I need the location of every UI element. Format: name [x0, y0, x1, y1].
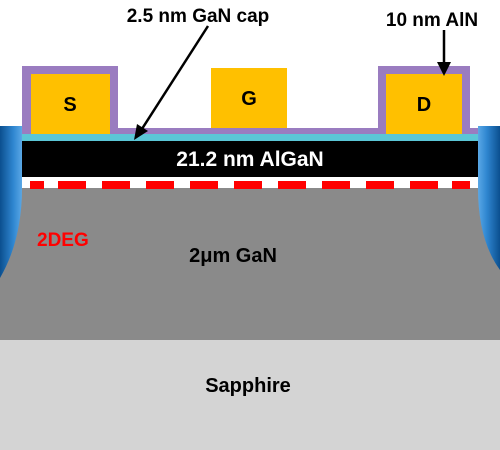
- gate-label: G: [241, 88, 257, 110]
- gan-cap-layer: [22, 134, 478, 141]
- aln-label: 10 nm AlN: [386, 10, 478, 31]
- twodeg-label: 2DEG: [37, 230, 89, 251]
- gan-buffer-layer: [0, 188, 500, 340]
- left-isolation-region: [0, 126, 22, 278]
- gan-cap-arrow: [134, 25, 210, 140]
- drain-contact: [386, 74, 462, 134]
- right-isolation-region: [478, 126, 500, 270]
- source-contact: [31, 74, 110, 134]
- twodeg-channel: [30, 181, 470, 189]
- algan-barrier-layer: [22, 141, 478, 177]
- drain-label: D: [417, 94, 431, 116]
- source-label: S: [63, 94, 76, 116]
- aln-arrow: [437, 30, 451, 76]
- gan-label: 2μm GaN: [189, 245, 277, 267]
- algan-label: 21.2 nm AlGaN: [176, 148, 323, 171]
- sapphire-substrate: [0, 340, 500, 450]
- gan-cap-label: 2.5 nm GaN cap: [127, 6, 270, 27]
- gate-contact: [211, 68, 287, 128]
- sapphire-label: Sapphire: [205, 375, 291, 397]
